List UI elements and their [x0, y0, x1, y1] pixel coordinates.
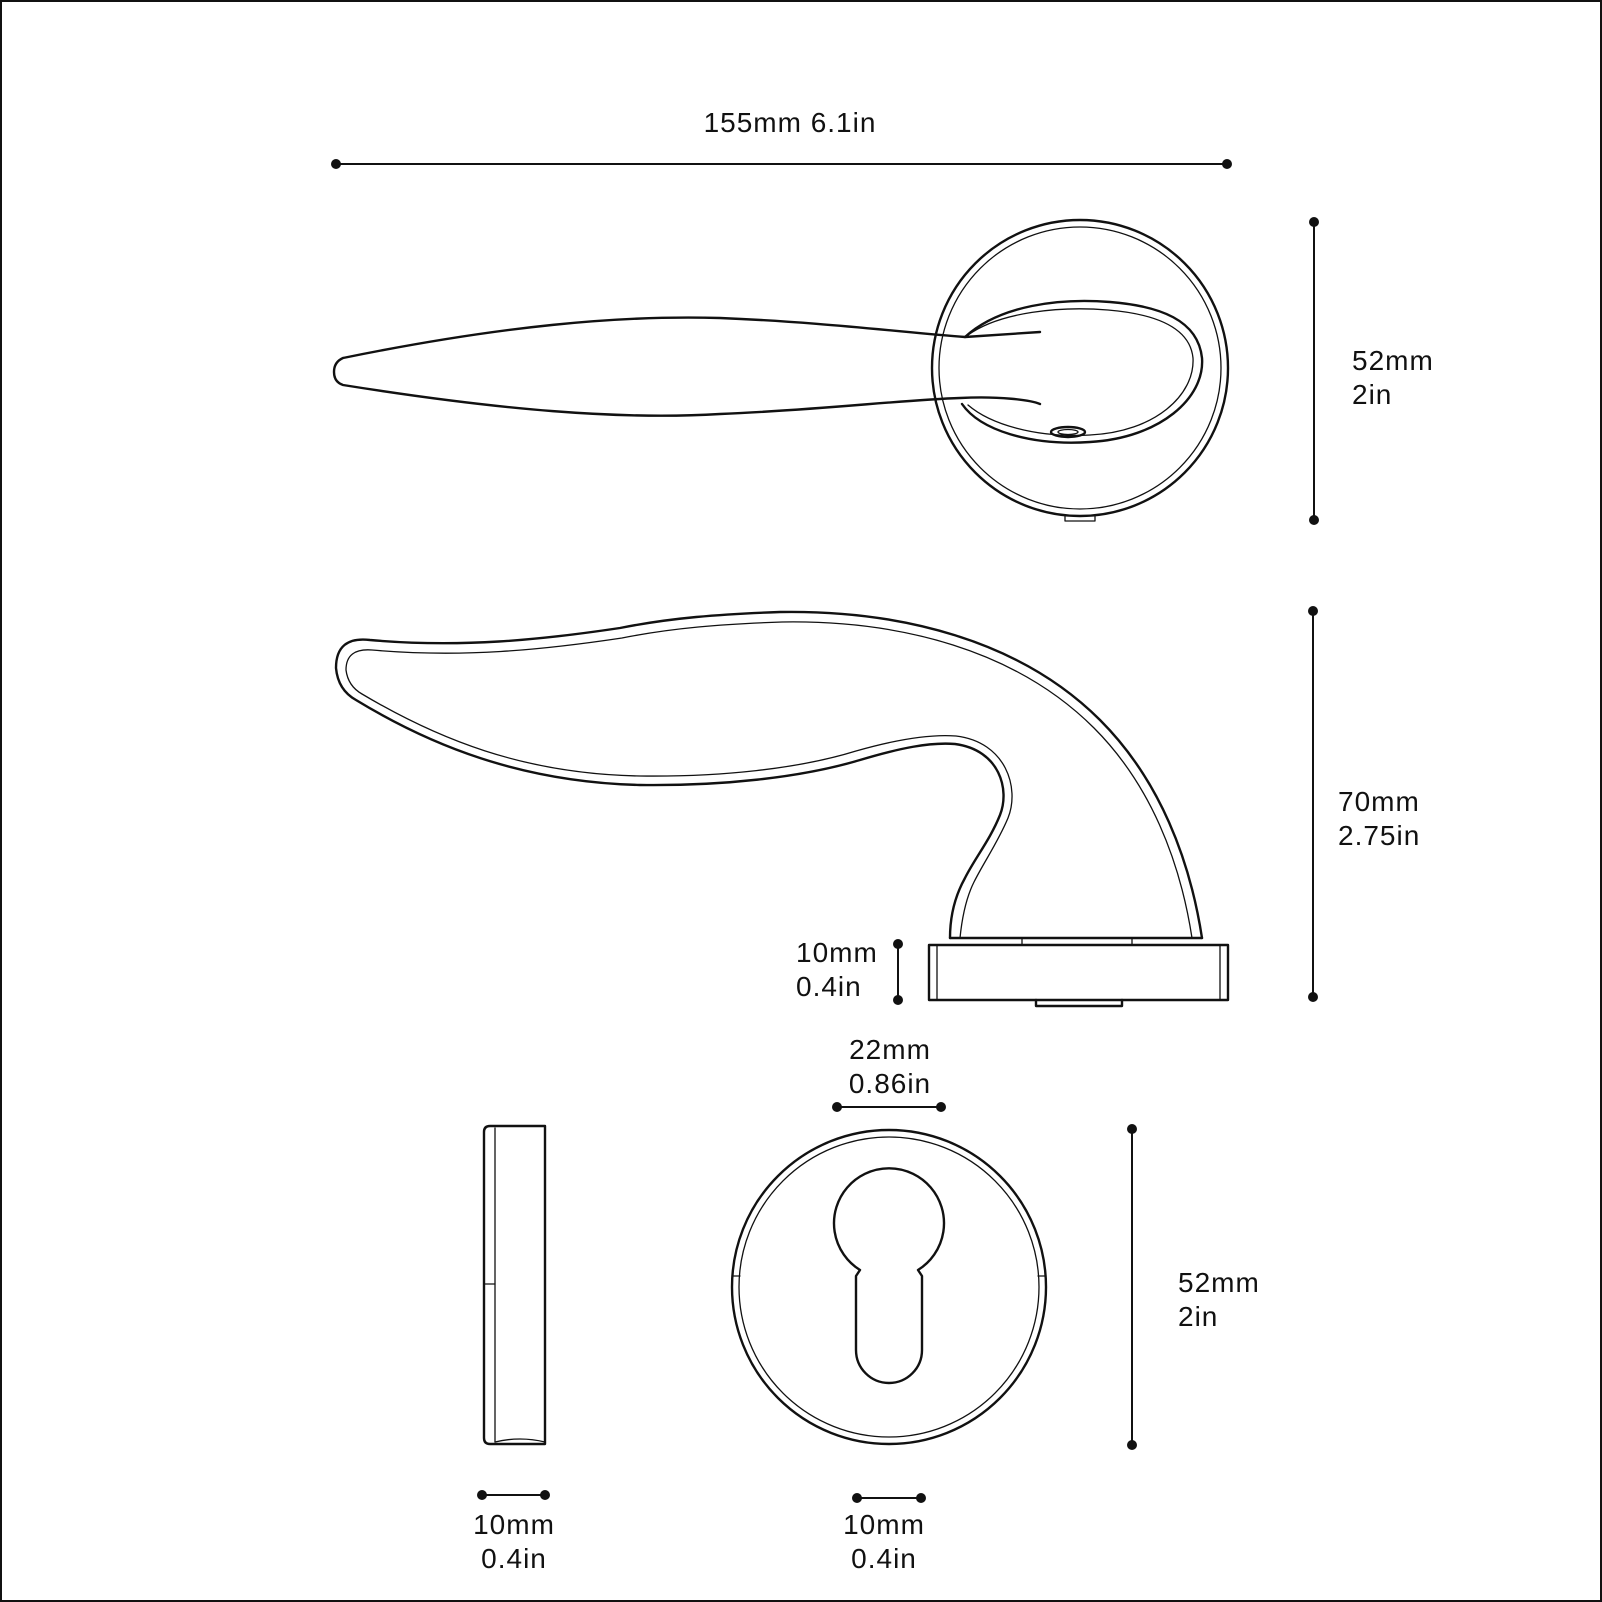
escutcheon-inner	[738, 1136, 1040, 1438]
dim-escutcheon-side-thickness: 10mm 0.4in	[473, 1490, 555, 1574]
dim-handle-height-mm: 70mm	[1338, 786, 1420, 817]
top-lever-head	[960, 299, 1204, 444]
dim-handle-height-in: 2.75in	[1338, 820, 1420, 851]
top-rose-inner	[938, 226, 1222, 510]
dim-keyhole-slot-in: 0.4in	[851, 1543, 917, 1574]
dim-escutcheon-side-in: 0.4in	[481, 1543, 547, 1574]
dim-top-rose-mm: 52mm	[1352, 345, 1434, 376]
dim-top-rose-in: 2in	[1352, 379, 1392, 410]
top-lever-head-inner	[967, 308, 1194, 437]
dim-keyhole-width-mm: 22mm	[849, 1034, 931, 1065]
dim-keyhole-slot: 10mm 0.4in	[843, 1493, 926, 1574]
escutcheon-side-view	[482, 1124, 547, 1446]
handle-side-view	[334, 610, 1230, 1008]
escutcheon-front-view	[730, 1128, 1048, 1446]
escutcheon-side-outline	[482, 1124, 547, 1446]
dim-handle-height: 70mm 2.75in	[1308, 606, 1420, 1002]
top-screw	[1049, 425, 1087, 439]
dim-rose-thickness: 10mm 0.4in	[796, 937, 903, 1005]
dim-escutcheon-side-mm: 10mm	[473, 1509, 555, 1540]
top-screw-inner	[1057, 428, 1079, 436]
handle-top-view	[332, 218, 1230, 522]
dim-rose-thickness-mm: 10mm	[796, 937, 878, 968]
dim-overall-length: 155mm 6.1in	[331, 107, 1232, 169]
dim-top-rose-diameter: 52mm 2in	[1309, 217, 1434, 525]
dim-escutcheon-in: 2in	[1178, 1301, 1218, 1332]
side-lever-inner	[345, 621, 1193, 939]
top-lever-blade	[332, 316, 1042, 417]
dim-escutcheon-diameter: 52mm 2in	[1127, 1124, 1260, 1450]
side-rose-base	[927, 943, 1230, 1002]
escutcheon-outer	[730, 1128, 1048, 1446]
keyhole-profile	[832, 1167, 946, 1385]
top-rose-tab	[1064, 515, 1096, 522]
dim-keyhole-slot-mm: 10mm	[843, 1509, 925, 1540]
dim-escutcheon-mm: 52mm	[1178, 1267, 1260, 1298]
top-rose-outer	[930, 218, 1230, 518]
escutcheon-side-curve	[494, 1438, 546, 1443]
side-lever-outline	[334, 610, 1204, 940]
dim-keyhole-width: 22mm 0.86in	[832, 1034, 946, 1112]
dim-rose-thickness-in: 0.4in	[796, 971, 862, 1002]
dim-overall-length-label: 155mm 6.1in	[704, 107, 877, 138]
side-rose-tab	[1034, 998, 1124, 1008]
dim-keyhole-width-in: 0.86in	[849, 1068, 931, 1099]
